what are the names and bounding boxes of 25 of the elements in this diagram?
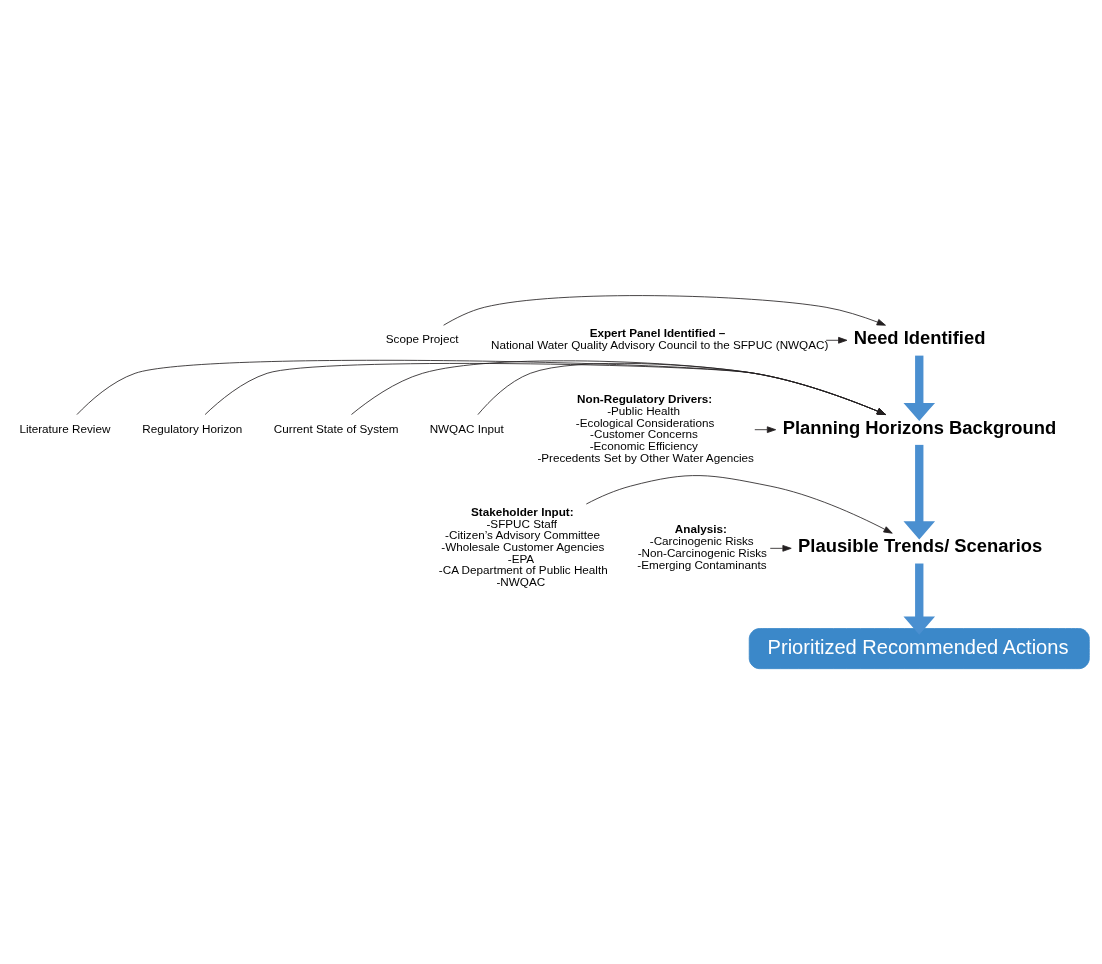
node-text: Literature Review [19,421,111,435]
node-text: Non-Regulatory Drivers: -Public Health -Ecological Considerations -Customer Concerns -Economic Efficiency -Precedents Set by Other Water Agencies [537,392,754,464]
node-text: Analysis: -Carcinogenic Risks -Non-Carcinogenic Risks -Emerging Contaminants [637,522,767,571]
arrow [351,360,887,415]
arrow [903,563,936,635]
node-text: Expert Panel Identified – National Water Quality Advisory Council to the SFPUC (NWQAC) [491,326,829,351]
node-text: Need Identified [853,327,986,349]
arrow [769,545,792,552]
arrow [825,336,848,344]
arrow [903,444,936,540]
arrow [204,363,887,415]
node-text: Stakeholder Input: -SFPUC Staff -Citizen’s Advisory Committee -Wholesale Customer Agencies -EPA -CA Department of Public Health -NWQAC [438,504,608,589]
node-text: Current State of System [273,421,399,435]
arrow [477,362,887,416]
arrow [754,426,777,434]
arrow [903,355,936,421]
arrow [443,295,886,326]
node-text: Plausible Trends/ Scenarios [798,535,1043,557]
node-text: NWQAC Input [429,421,504,435]
node-box: Prioritized Recommended Actions [748,628,1090,670]
node-text: Scope Project [385,332,459,346]
arrow [585,475,893,534]
node-text: Regulatory Horizon [142,421,243,435]
arrow [76,359,887,415]
node-text: Planning Horizons Background [782,416,1057,438]
